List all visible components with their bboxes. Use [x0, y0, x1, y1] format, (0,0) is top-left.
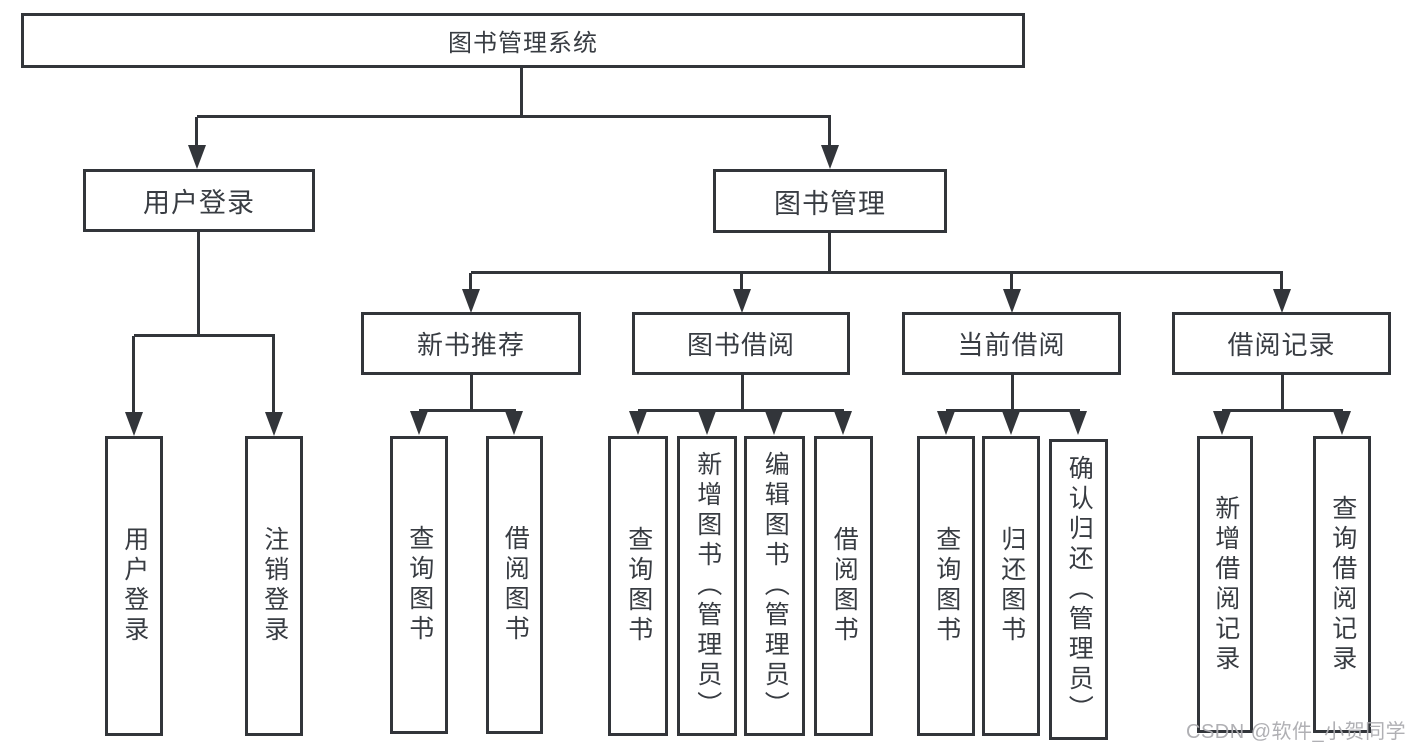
arrow-down-icon	[1069, 411, 1087, 435]
node-borrowing-records: 借阅记录	[1172, 312, 1391, 375]
connector-root-stem	[520, 66, 523, 117]
arrow-down-icon	[733, 289, 751, 313]
node-library-system: 图书管理系统	[21, 13, 1025, 68]
connector-group-stem	[1281, 374, 1284, 412]
leaf-confirm-return-admin: 确认归还（管理员）	[1049, 439, 1108, 740]
arrow-down-icon	[698, 411, 716, 435]
arrow-down-icon	[937, 411, 955, 435]
leaf-label: 查询图书	[624, 526, 653, 646]
arrow-down-icon	[765, 411, 783, 435]
arrow-down-icon	[188, 145, 206, 169]
leaf-query-borrow-record: 查询借阅记录	[1313, 436, 1371, 733]
connector-group-bar	[419, 409, 516, 412]
leaf-label: 编辑图书（管理员）	[761, 451, 790, 721]
leaf-label: 注销登录	[260, 526, 289, 646]
arrow-down-icon	[462, 289, 480, 313]
leaf-edit-book-admin: 编辑图书（管理员）	[744, 436, 805, 736]
connector-drop	[740, 273, 743, 291]
leaf-borrow-books-borrow: 借阅图书	[814, 436, 873, 736]
connector-book-mgmt-bar	[471, 271, 1283, 274]
arrow-down-icon	[265, 412, 283, 436]
connector-group-bar	[638, 409, 844, 412]
leaf-label: 用户登录	[120, 526, 149, 646]
connector-drop	[195, 117, 198, 147]
arrow-down-icon	[821, 145, 839, 169]
arrow-down-icon	[1213, 411, 1231, 435]
arrow-down-icon	[1002, 411, 1020, 435]
node-current-borrowing: 当前借阅	[902, 312, 1121, 375]
arrow-down-icon	[629, 411, 647, 435]
connector-user-login-bar	[134, 334, 275, 337]
node-book-management: 图书管理	[713, 169, 947, 233]
connector-book-mgmt-stem	[828, 231, 831, 274]
leaf-label: 借阅图书	[501, 525, 530, 645]
leaf-query-books-newrec: 查询图书	[390, 436, 448, 734]
connector-user-login-stem	[197, 230, 200, 336]
leaf-add-borrow-record: 新增借阅记录	[1197, 436, 1253, 733]
leaf-return-book: 归还图书	[982, 436, 1040, 736]
leaf-label: 新增借阅记录	[1211, 494, 1240, 675]
connector-drop	[1010, 273, 1013, 291]
arrow-down-icon	[125, 412, 143, 436]
watermark: CSDN @软件_小贺同学	[1186, 721, 1405, 743]
connector-group-stem	[470, 374, 473, 412]
leaf-label: 新增图书（管理员）	[693, 451, 722, 721]
leaf-label: 查询图书	[405, 525, 434, 645]
leaf-query-books-current: 查询图书	[917, 436, 975, 736]
connector-drop	[469, 273, 472, 291]
leaf-label: 查询借阅记录	[1328, 494, 1357, 675]
connector-group-bar	[1222, 409, 1343, 412]
leaf-logout: 注销登录	[245, 436, 303, 736]
connector-drop	[828, 117, 831, 147]
leaf-borrow-books-newrec: 借阅图书	[486, 436, 543, 734]
arrow-down-icon	[1333, 411, 1351, 435]
node-new-book-recommend: 新书推荐	[361, 312, 581, 375]
connector-drop	[272, 336, 275, 414]
connector-root-bar	[197, 115, 831, 118]
arrow-down-icon	[1273, 289, 1291, 313]
connector-group-stem	[741, 374, 744, 412]
leaf-add-book-admin: 新增图书（管理员）	[677, 436, 737, 736]
arrow-down-icon	[410, 411, 428, 435]
connector-drop	[132, 336, 135, 414]
connector-group-stem	[1011, 374, 1014, 412]
leaf-user-login: 用户登录	[105, 436, 163, 736]
leaf-label: 查询图书	[932, 526, 961, 646]
node-book-borrowing: 图书借阅	[632, 312, 850, 375]
leaf-label: 确认归还（管理员）	[1065, 454, 1094, 725]
arrow-down-icon	[1003, 289, 1021, 313]
connector-drop	[1280, 273, 1283, 291]
node-user-login: 用户登录	[83, 169, 315, 232]
arrow-down-icon	[505, 411, 523, 435]
connector-group-bar	[946, 409, 1080, 412]
arrow-down-icon	[834, 411, 852, 435]
leaf-label: 借阅图书	[830, 526, 859, 646]
leaf-label: 归还图书	[997, 526, 1026, 646]
leaf-query-books-borrow: 查询图书	[608, 436, 668, 736]
